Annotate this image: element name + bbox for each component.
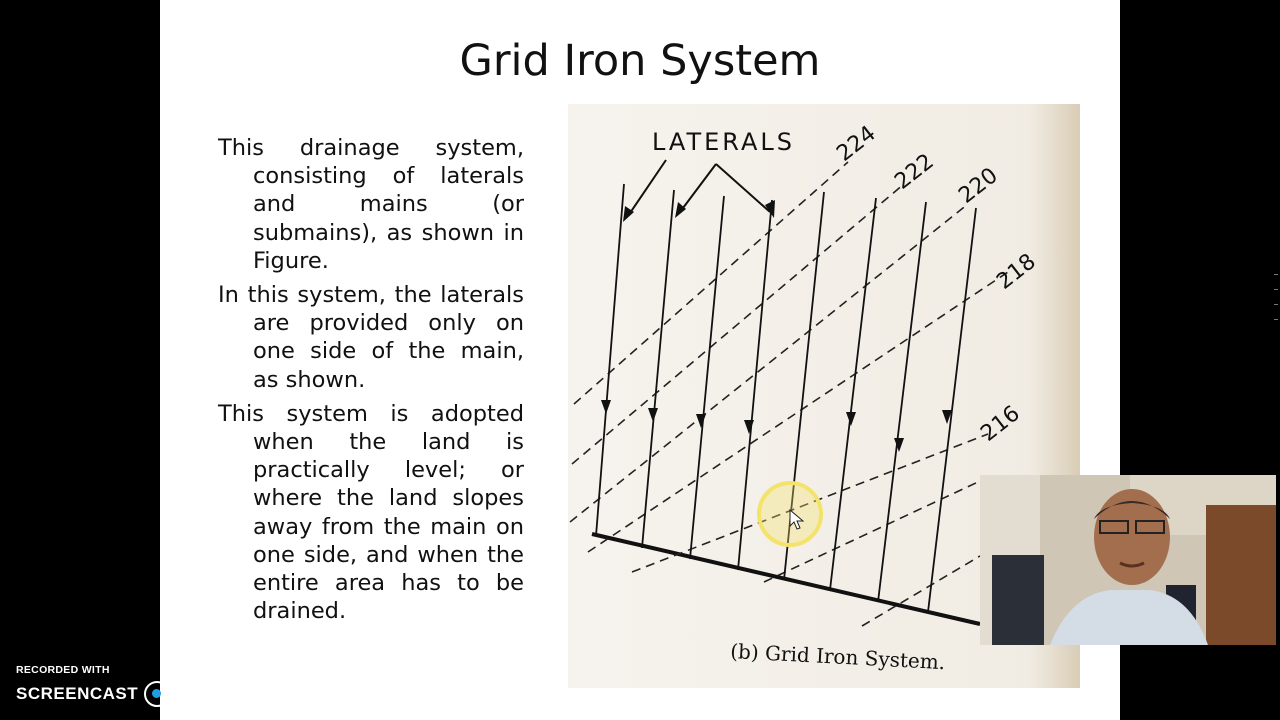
- slide-title: Grid Iron System: [459, 36, 821, 86]
- laterals-label: LATERALS: [652, 128, 795, 156]
- webcam-overlay: [980, 475, 1276, 645]
- record-circle-icon: [144, 681, 171, 707]
- app-name-right: MATIC: [173, 684, 229, 703]
- main-drain: [591, 532, 981, 626]
- cursor-pointer-icon: [789, 508, 805, 530]
- recorded-with-label: RECORDED WITH: [16, 664, 110, 676]
- screencast-watermark: RECORDED WITH SCREENCAST MATIC: [16, 664, 228, 707]
- bullet-list: This drainage system, consisting of late…: [218, 134, 524, 631]
- bullet-item: This drainage system, consisting of late…: [218, 135, 524, 274]
- app-name-left: SCREENCAST: [16, 684, 139, 703]
- label-leaders: [627, 159, 771, 217]
- leader-arrowheads: [623, 200, 775, 222]
- screencast-logo: SCREENCAST MATIC: [16, 681, 228, 707]
- bullet-item: In this system, the laterals are provide…: [218, 282, 524, 393]
- side-marks: [1274, 260, 1280, 360]
- flow-arrows: [601, 400, 952, 452]
- bullet-item: This system is adopted when the land is …: [218, 400, 524, 625]
